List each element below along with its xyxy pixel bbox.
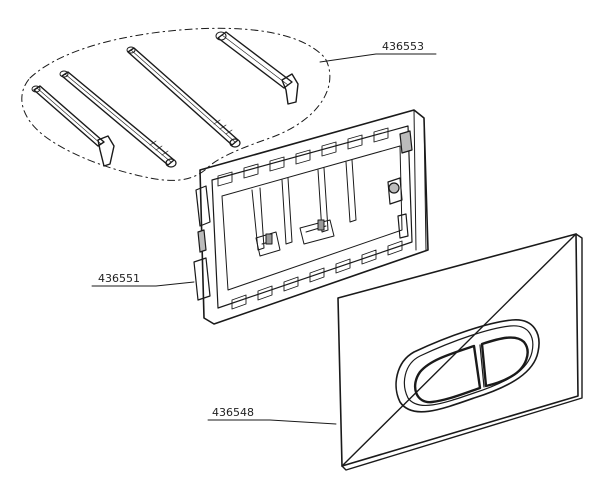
frame-left-clips bbox=[193, 185, 211, 301]
rod-3 bbox=[126, 46, 241, 148]
rod-group-dashed-outline bbox=[21, 27, 331, 181]
mounting-frame bbox=[193, 109, 429, 325]
leader-436548 bbox=[207, 419, 337, 425]
rod-1-knob bbox=[97, 135, 115, 167]
frame-right-clips bbox=[387, 130, 413, 239]
flush-plate-face bbox=[337, 233, 579, 467]
label-436551: 436551 bbox=[98, 272, 140, 285]
frame-bottom-slots bbox=[231, 240, 403, 310]
rod-2 bbox=[59, 70, 177, 168]
leader-436553 bbox=[319, 53, 437, 63]
flush-plate bbox=[337, 233, 583, 471]
label-436553: 436553 bbox=[382, 40, 424, 53]
small-flush-button[interactable] bbox=[413, 344, 482, 404]
frame-latch bbox=[255, 219, 335, 257]
large-flush-button[interactable] bbox=[480, 336, 529, 388]
leader-436551 bbox=[91, 281, 195, 287]
rod-1 bbox=[31, 85, 115, 167]
rod-4-knob bbox=[281, 73, 299, 105]
rod-4 bbox=[215, 31, 299, 105]
rod-set bbox=[21, 27, 331, 181]
frame-inner-ribs bbox=[251, 159, 357, 251]
button-ring-outer bbox=[395, 319, 540, 413]
callouts: 436553 436551 436548 bbox=[91, 40, 437, 425]
label-436548: 436548 bbox=[212, 406, 254, 419]
frame-top-slots bbox=[217, 127, 389, 187]
